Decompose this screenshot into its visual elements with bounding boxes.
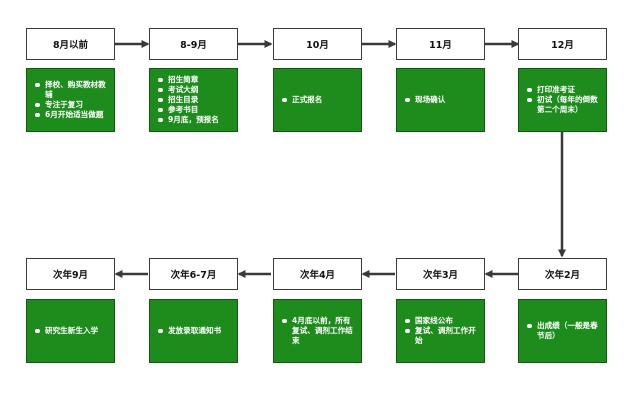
stage-card: 招生简章 考试大纲 招生目录 参考书目 9月底，预报名 [149, 68, 238, 132]
card-item: 初试（每年的倒数第二个周末） [527, 95, 601, 115]
card-item: 研究生新生入学 [35, 326, 109, 336]
stage-header: 次年6-7月 [149, 258, 238, 290]
card-item: 发放录取通知书 [158, 326, 232, 336]
stage-card: 4月底以前，所有复试、调剂工作结束 [273, 299, 362, 363]
card-item: 招生简章 [158, 75, 232, 85]
stage-card: 现场确认 [396, 68, 485, 132]
card-item: 参考书目 [158, 105, 232, 115]
card-item: 专注于复习 [35, 100, 109, 110]
stage-header: 次年2月 [518, 258, 607, 290]
card-item: 打印准考证 [527, 85, 601, 95]
stage-header: 8-9月 [149, 28, 238, 60]
card-item: 现场确认 [405, 95, 479, 105]
stage-header: 12月 [518, 28, 607, 60]
stage-card: 国家线公布 复试、调剂工作开始 [396, 299, 485, 363]
card-item: 复试、调剂工作开始 [405, 326, 479, 346]
stage-card: 出成绩（一般是春节后） [518, 299, 607, 363]
stage-header: 次年9月 [26, 258, 115, 290]
stage-card: 择校、购买教材教辅 专注于复习 6月开始适当做题 [26, 68, 115, 132]
card-item: 择校、购买教材教辅 [35, 80, 109, 100]
card-item: 9月底，预报名 [158, 115, 232, 125]
stage-header: 10月 [273, 28, 362, 60]
stage-card: 发放录取通知书 [149, 299, 238, 363]
stage-card: 研究生新生入学 [26, 299, 115, 363]
stage-card: 打印准考证 初试（每年的倒数第二个周末） [518, 68, 607, 132]
stage-card: 正式报名 [273, 68, 362, 132]
card-item: 出成绩（一般是春节后） [527, 321, 601, 341]
stage-header: 次年3月 [396, 258, 485, 290]
card-item: 正式报名 [282, 95, 356, 105]
stage-header: 8月以前 [26, 28, 115, 60]
card-item: 招生目录 [158, 95, 232, 105]
stage-header: 次年4月 [273, 258, 362, 290]
stage-header: 11月 [396, 28, 485, 60]
card-item: 国家线公布 [405, 316, 479, 326]
card-item: 考试大纲 [158, 85, 232, 95]
card-item: 6月开始适当做题 [35, 110, 109, 120]
card-item: 4月底以前，所有复试、调剂工作结束 [282, 316, 356, 346]
